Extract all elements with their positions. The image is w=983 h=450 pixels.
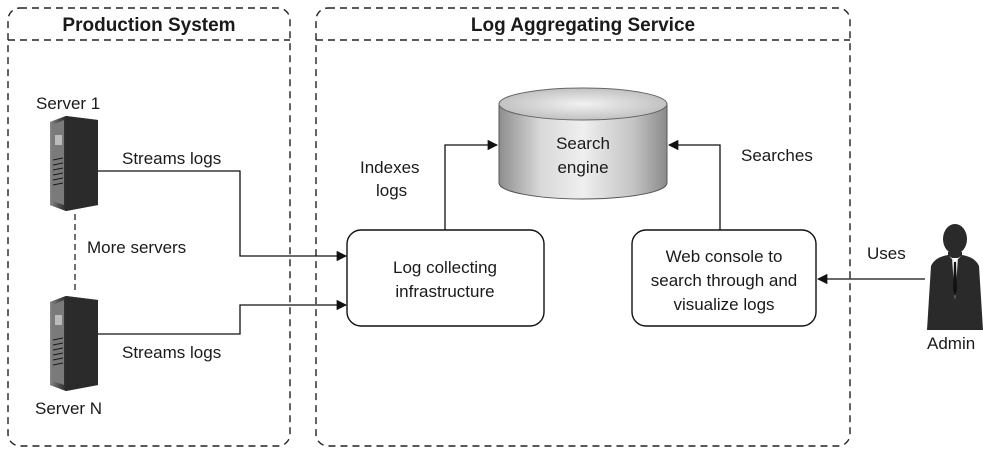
log-aggregating-service-zone: Log Aggregating Service (315, 7, 851, 447)
production-system-title: Production System (62, 15, 235, 36)
log-collecting-infrastructure-box: Log collecting infrastructure (346, 229, 545, 327)
indexes-label-line2: logs (376, 181, 407, 200)
console-label-line2: search through and (651, 271, 798, 290)
production-system-zone: Production System (7, 7, 291, 447)
streams-logs-bottom-label: Streams logs (122, 343, 221, 362)
console-label-line1: Web console to (666, 247, 783, 266)
server-n-label: Server N (35, 399, 102, 418)
search-engine-label-line2: engine (557, 158, 608, 177)
streams-logs-bottom-arrow (98, 299, 348, 335)
streams-logs-top-arrow (98, 170, 348, 262)
more-servers-label: More servers (87, 238, 186, 257)
database-cylinder-icon (498, 87, 668, 200)
streams-logs-top-label: Streams logs (122, 149, 221, 168)
collector-label-line2: infrastructure (395, 282, 494, 301)
console-label-line3: visualize logs (673, 295, 774, 314)
person-silhouette-icon (927, 224, 983, 330)
search-engine-label-line1: Search (556, 134, 610, 153)
web-console-box: Web console to search through and visual… (631, 229, 817, 327)
server-tower-icon (50, 116, 98, 211)
searches-label: Searches (741, 146, 813, 165)
indexes-label-line1: Indexes (360, 158, 420, 177)
searches-arrow (667, 139, 721, 230)
server-tower-icon (50, 296, 98, 391)
collector-label-line1: Log collecting (393, 258, 497, 277)
server-1-label: Server 1 (36, 94, 100, 113)
uses-label: Uses (867, 244, 906, 263)
indexes-logs-arrow (444, 139, 499, 230)
admin-label: Admin (927, 334, 975, 353)
log-aggregating-service-title: Log Aggregating Service (471, 15, 695, 36)
